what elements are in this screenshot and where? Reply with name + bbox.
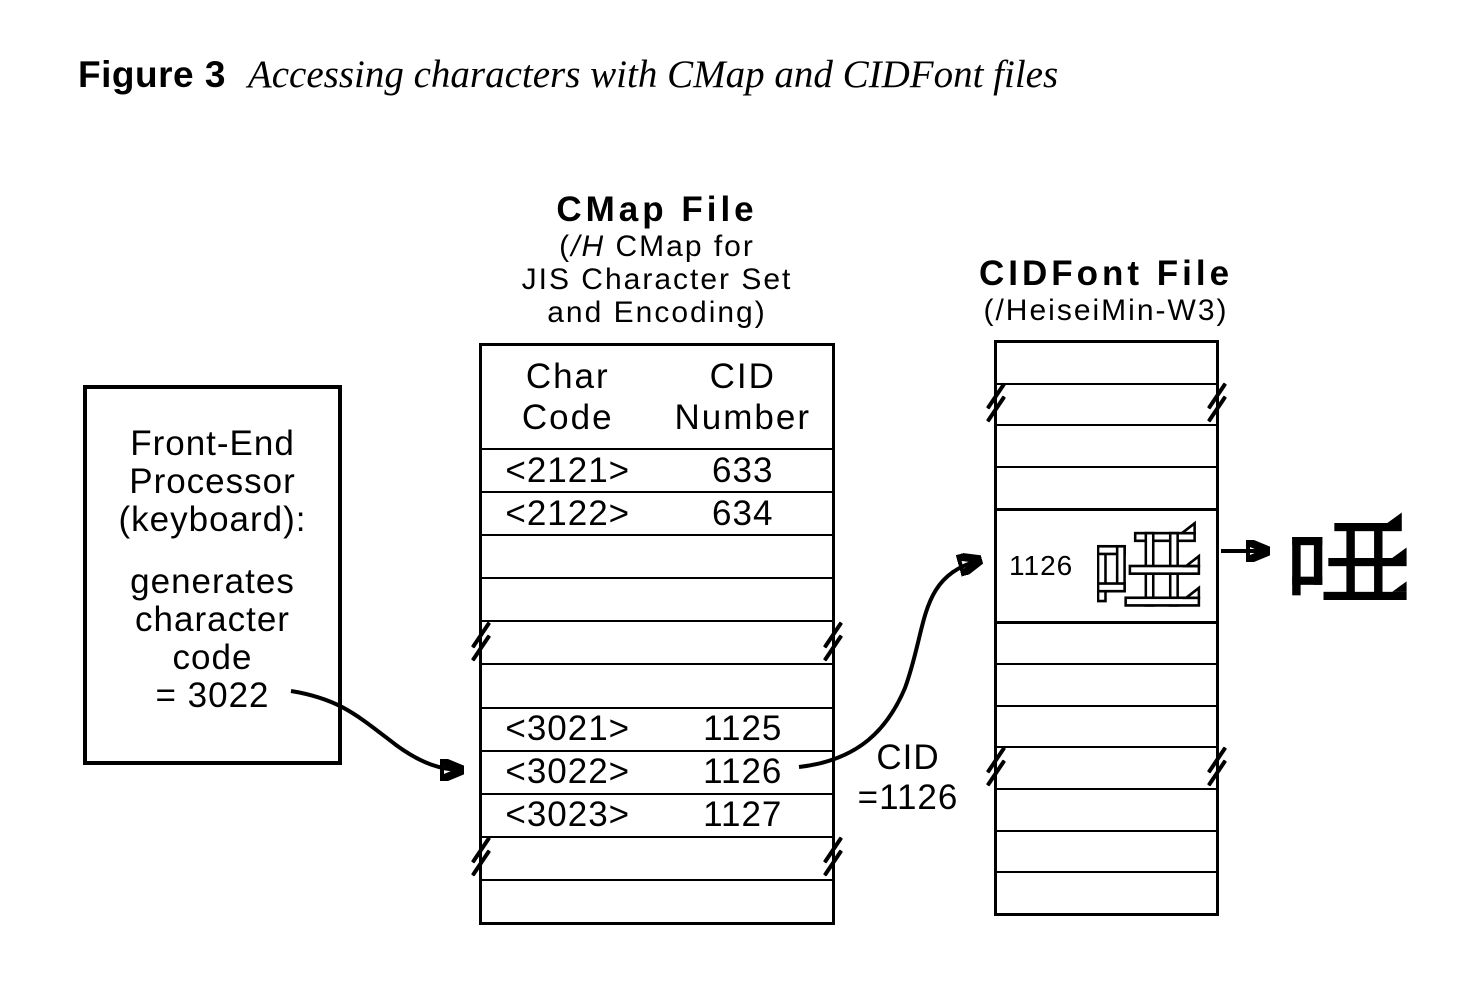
table-row <box>997 790 1216 832</box>
cid-value-annotation: CID =1126 <box>850 738 966 818</box>
table-row <box>997 343 1216 385</box>
cid-number-cell: 1127 <box>703 795 783 835</box>
figure-title: Figure 3 Accessing characters with CMap a… <box>78 52 1058 97</box>
break-mark-icon <box>981 382 1011 424</box>
front-end-line: (keyboard): <box>118 500 307 539</box>
table-row <box>482 665 832 709</box>
break-mark-icon <box>466 836 496 877</box>
header-line: Number <box>674 398 811 437</box>
table-break-row <box>985 382 1228 427</box>
table-row: <3021> 1125 <box>482 709 832 752</box>
table-row-selected-mapping: <3022> 1126 <box>482 752 832 795</box>
front-end-line: Front-End <box>130 424 295 463</box>
table-row <box>482 536 832 580</box>
table-row <box>997 665 1216 707</box>
front-end-line: character <box>135 600 290 639</box>
cidfont-file-title: CIDFont File <box>978 254 1234 293</box>
table-row: <2122> 634 <box>482 493 832 537</box>
char-code-cell: <3021> <box>505 709 631 749</box>
cmap-table-header: Char Code CID Number <box>482 346 832 450</box>
table-row <box>997 707 1216 749</box>
cidfont-file-subtitle: (/HeiseiMin-W3) <box>983 294 1229 327</box>
cid-glyph-outline <box>1097 521 1201 607</box>
glyph-slot-row: 1126 <box>997 507 1216 624</box>
table-row <box>482 881 832 922</box>
cmap-file-heading: CMap File (/H CMap for JIS Character Set… <box>457 190 857 329</box>
break-mark-icon <box>818 836 848 877</box>
glyph-cid-value: 1126 <box>1009 549 1074 581</box>
table-row <box>997 426 1216 468</box>
cmap-file-subtitle-2: JIS Character Set <box>521 263 793 296</box>
char-code-cell: <2121> <box>505 450 631 490</box>
cid-number-cell: 1126 <box>703 752 783 792</box>
table-row <box>997 468 1216 508</box>
table-row <box>997 832 1216 874</box>
break-mark-icon <box>818 621 848 662</box>
break-mark-icon <box>1202 746 1232 787</box>
front-end-line: = 3022 <box>155 676 270 715</box>
table-row <box>482 579 832 623</box>
table-row: <3023> 1127 <box>482 795 832 838</box>
front-end-spacer <box>87 539 338 563</box>
front-end-line: Processor <box>129 462 296 501</box>
header-line: CID <box>709 357 776 396</box>
cid-annotation-line: CID <box>876 738 940 777</box>
cmap-subtitle-rest: CMap for <box>605 230 755 263</box>
front-end-line: code <box>172 638 253 677</box>
cidfont-table: 1126 <box>985 340 1228 916</box>
char-code-cell: <3023> <box>505 795 631 835</box>
cmap-file-subtitle-3: and Encoding) <box>547 296 767 329</box>
figure-label: Figure 3 <box>78 54 226 95</box>
table-row: <2121> 633 <box>482 450 832 494</box>
table-row <box>997 624 1216 666</box>
cidfont-file-heading: CIDFont File (/HeiseiMin-W3) <box>956 254 1256 327</box>
rendered-glyph <box>1292 512 1407 600</box>
cmap-table: Char Code CID Number <2121> 633 <2122> 6… <box>470 343 844 925</box>
cid-number-cell: 633 <box>712 450 774 490</box>
table-break-row <box>985 746 1228 791</box>
break-mark-icon <box>981 746 1011 787</box>
front-end-processor-box: Front-End Processor (keyboard): generate… <box>83 385 342 765</box>
char-code-cell: <2122> <box>505 493 631 533</box>
char-code-cell: <3022> <box>505 752 631 792</box>
cid-number-cell: 634 <box>712 493 774 533</box>
cmap-subtitle-name: /H <box>571 230 606 263</box>
cmap-file-subtitle-1: (/H CMap for <box>457 230 857 263</box>
header-line: Char <box>525 357 610 396</box>
cid-number-cell: 1125 <box>703 709 783 749</box>
header-line: Code <box>521 398 614 437</box>
break-mark-icon <box>1202 382 1232 424</box>
front-end-line: generates <box>130 562 295 601</box>
table-break-row <box>470 836 844 881</box>
figure-title-text: Accessing characters with CMap and CIDFo… <box>247 53 1059 96</box>
table-row <box>997 873 1216 913</box>
cid-number-column-header: CID Number <box>654 356 833 448</box>
cmap-subtitle-open: ( <box>559 230 572 263</box>
char-code-column-header: Char Code <box>482 356 654 448</box>
break-mark-icon <box>466 621 496 662</box>
cid-annotation-line: =1126 <box>857 778 959 817</box>
table-break-row <box>470 621 844 666</box>
cmap-file-title: CMap File <box>556 190 758 229</box>
